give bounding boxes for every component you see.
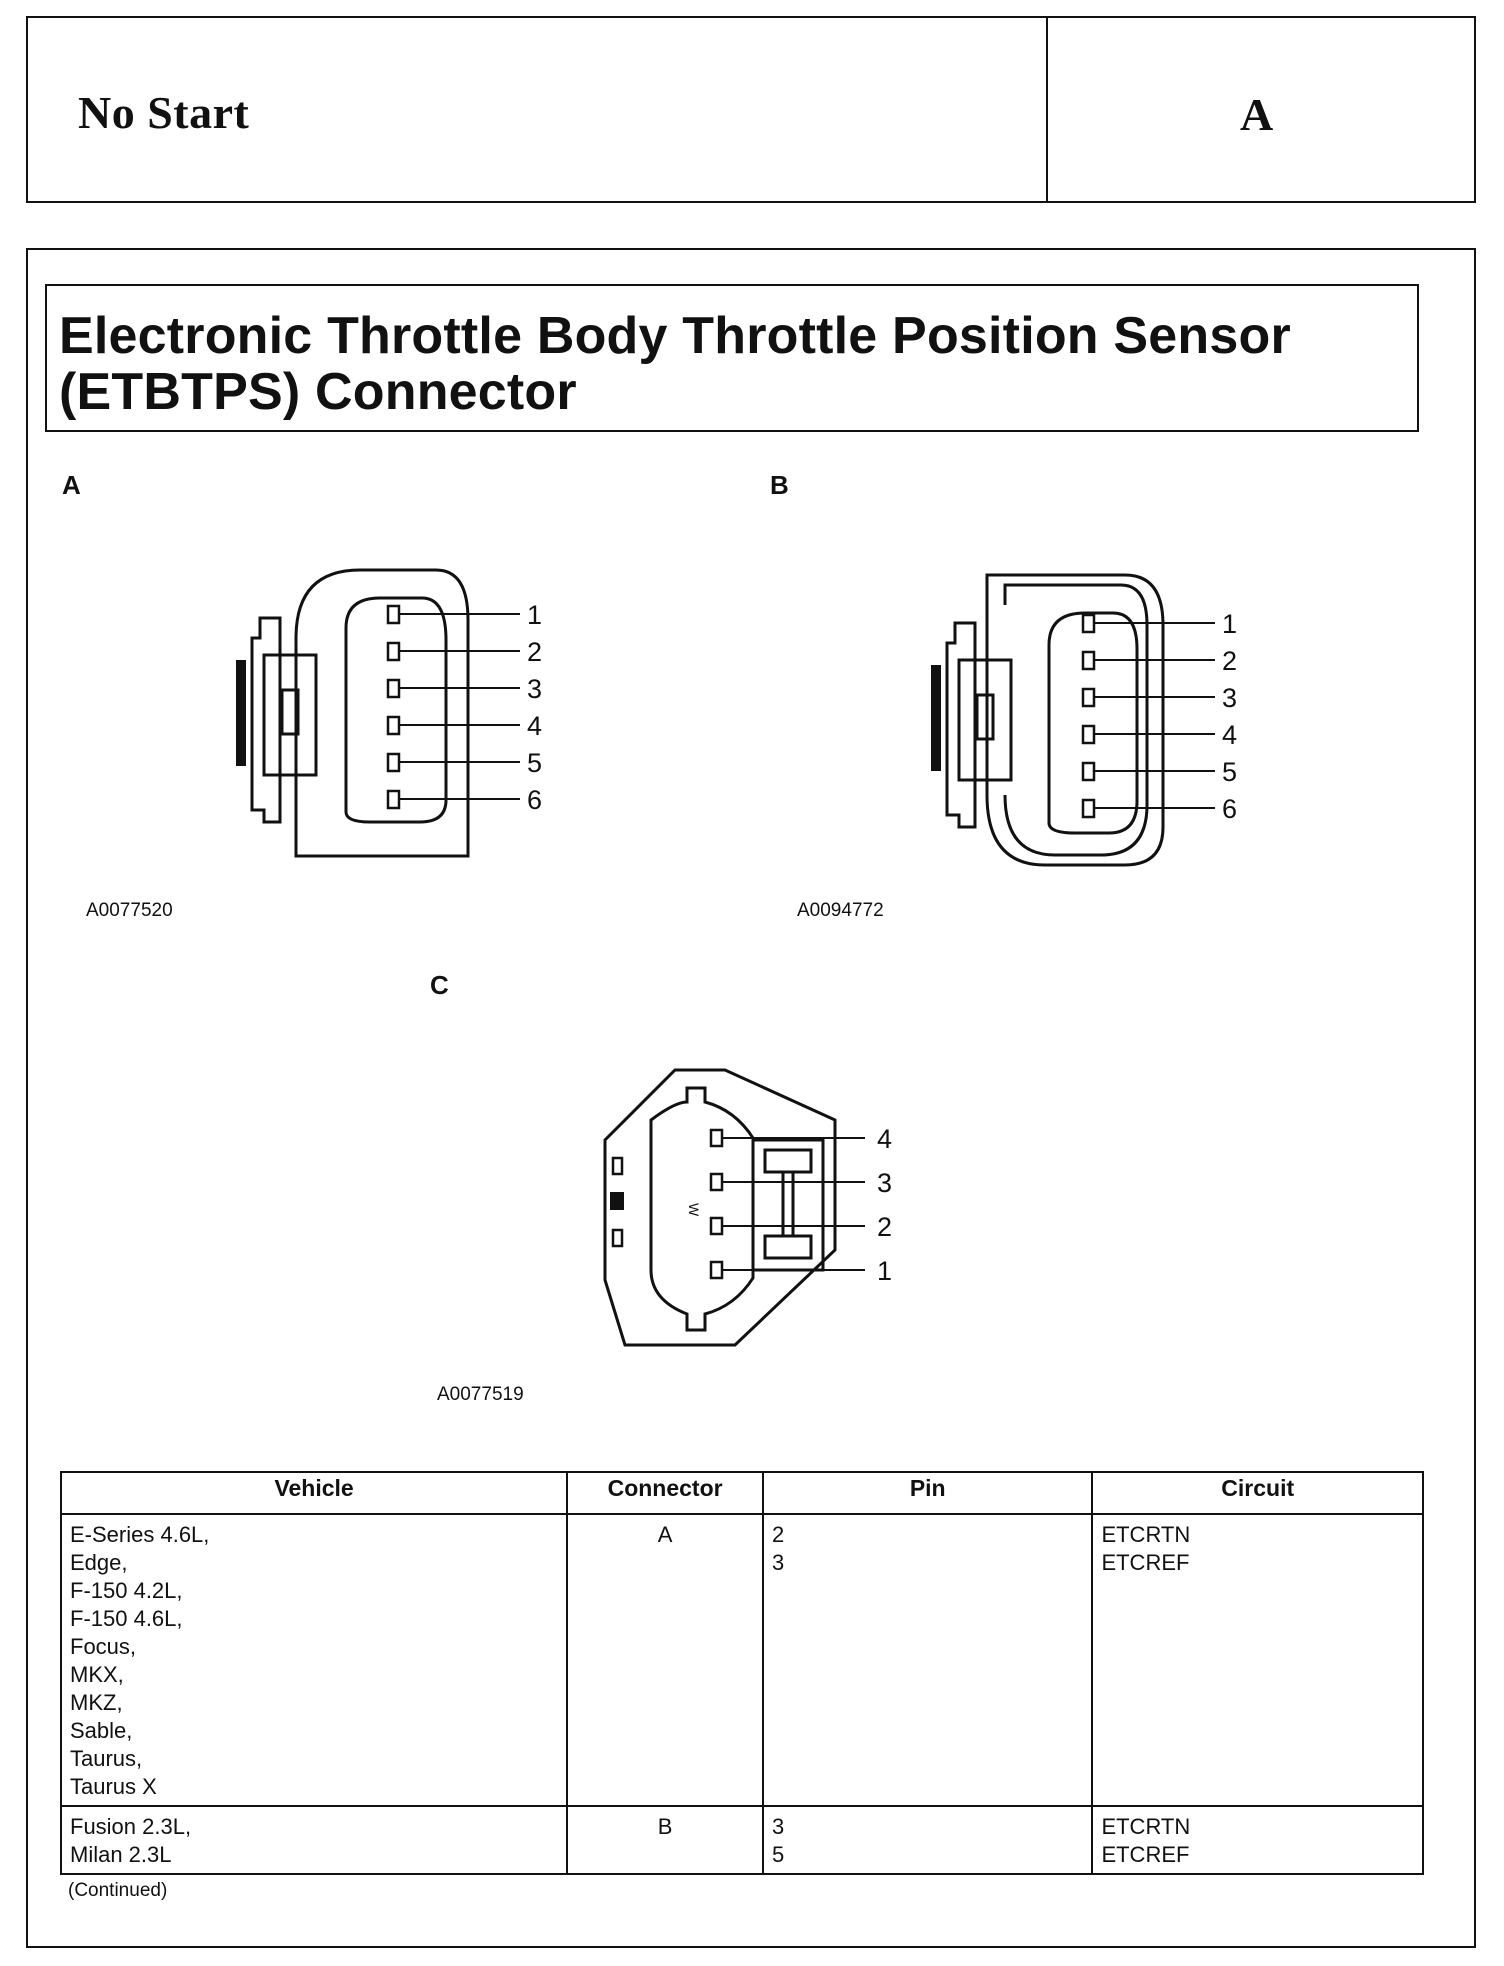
connector-b-pin-2: 2 <box>1222 646 1237 676</box>
connector-a-pin-1: 1 <box>527 600 542 630</box>
pin-number: 2 <box>772 1522 785 1547</box>
pin-cell: 2 3 <box>762 1513 1094 1807</box>
figure-c-label: C <box>430 970 449 1000</box>
connector-cell: A <box>566 1513 765 1807</box>
figure-c-id: A0077519 <box>437 1384 524 1405</box>
connector-b-pin-6: 6 <box>1222 794 1237 824</box>
connector-b-pin-3: 3 <box>1222 683 1237 713</box>
connector-cell: B <box>566 1805 765 1875</box>
pin-number: 5 <box>772 1842 785 1867</box>
header-pin: Pin <box>762 1471 1094 1515</box>
circuit-cell: ETCRTN ETCREF <box>1091 1805 1424 1875</box>
header-vehicle: Vehicle <box>59 1471 569 1515</box>
header-connector: Connector <box>566 1471 765 1515</box>
vehicle-name: F-150 4.2L, <box>70 1578 183 1603</box>
circuit-name: ETCREF <box>1101 1842 1190 1867</box>
pin-number: 3 <box>772 1814 785 1839</box>
circuit-cell: ETCRTN ETCREF <box>1091 1513 1424 1807</box>
header-circuit: Circuit <box>1091 1471 1424 1515</box>
connector-a-pin-6: 6 <box>527 785 542 815</box>
continued-note: (Continued) <box>68 1880 168 1901</box>
vehicle-name: E-Series 4.6L, <box>70 1522 210 1547</box>
connector-c-pin-2: 2 <box>877 1212 892 1242</box>
content-frame <box>26 248 1476 1948</box>
section-title: No Start <box>78 87 250 138</box>
table-row: E-Series 4.6L, Edge, F-150 4.2L, F-150 4… <box>59 1513 1424 1807</box>
vehicle-cell: E-Series 4.6L, Edge, F-150 4.2L, F-150 4… <box>59 1513 569 1807</box>
vehicle-name: F-150 4.6L, <box>70 1606 183 1631</box>
vehicle-name: Taurus, <box>70 1746 143 1771</box>
title-line-2: (ETBTPS) Connector <box>59 363 577 421</box>
connector-b-pin-1: 1 <box>1222 609 1237 639</box>
connector-a-pin-3: 3 <box>527 674 542 704</box>
figure-b-label: B <box>770 470 789 500</box>
vehicle-name: Milan 2.3L <box>70 1842 172 1867</box>
vehicle-name: Fusion 2.3L, <box>70 1814 192 1839</box>
connector-c-pin-3: 3 <box>877 1168 892 1198</box>
connector-c-mark: W <box>686 1203 702 1217</box>
pin-number: 3 <box>772 1550 785 1575</box>
vehicle-name: Sable, <box>70 1718 133 1743</box>
connector-c-pin-1: 1 <box>877 1256 892 1286</box>
figure-b-id: A0094772 <box>797 900 884 921</box>
vehicle-name: MKX, <box>70 1662 124 1687</box>
circuit-name: ETCREF <box>1101 1550 1190 1575</box>
vehicle-name: Focus, <box>70 1634 137 1659</box>
vehicle-name: MKZ, <box>70 1690 123 1715</box>
circuit-name: ETCRTN <box>1101 1814 1191 1839</box>
connector-b-diagram: 1 2 3 4 5 6 <box>931 573 1237 867</box>
table-row: Fusion 2.3L, Milan 2.3L B 3 5 ETCRTN ETC… <box>59 1805 1424 1875</box>
table-header-row: Vehicle Connector Pin Circuit <box>59 1471 1424 1515</box>
connector-b-pin-4: 4 <box>1222 720 1237 750</box>
connector-c-diagram: 4 3 2 1 W <box>603 1068 892 1347</box>
connector-a-pin-5: 5 <box>527 748 542 778</box>
page-letter: A <box>1240 89 1274 140</box>
pinout-table: Vehicle Connector Pin Circuit E-Series 4… <box>59 1471 1424 1875</box>
connector-b-pin-5: 5 <box>1222 757 1237 787</box>
circuit-name: ETCRTN <box>1101 1522 1191 1547</box>
vehicle-cell: Fusion 2.3L, Milan 2.3L <box>59 1805 569 1875</box>
title-line-1: Electronic Throttle Body Throttle Positi… <box>59 307 1291 365</box>
document-title: Electronic Throttle Body Throttle Positi… <box>45 284 1419 432</box>
connector-a-pin-2: 2 <box>527 637 542 667</box>
vehicle-name: Edge, <box>70 1550 128 1575</box>
figure-a-label: A <box>62 470 81 500</box>
figure-a-id: A0077520 <box>86 900 173 921</box>
vehicle-name: Taurus X <box>70 1774 157 1799</box>
connector-a-diagram: 1 2 3 4 5 6 <box>236 568 542 858</box>
connector-c-pin-4: 4 <box>877 1124 892 1154</box>
header-divider <box>1046 18 1048 201</box>
pin-cell: 3 5 <box>762 1805 1094 1875</box>
page-header: No Start A <box>26 16 1476 203</box>
connector-a-pin-4: 4 <box>527 711 542 741</box>
